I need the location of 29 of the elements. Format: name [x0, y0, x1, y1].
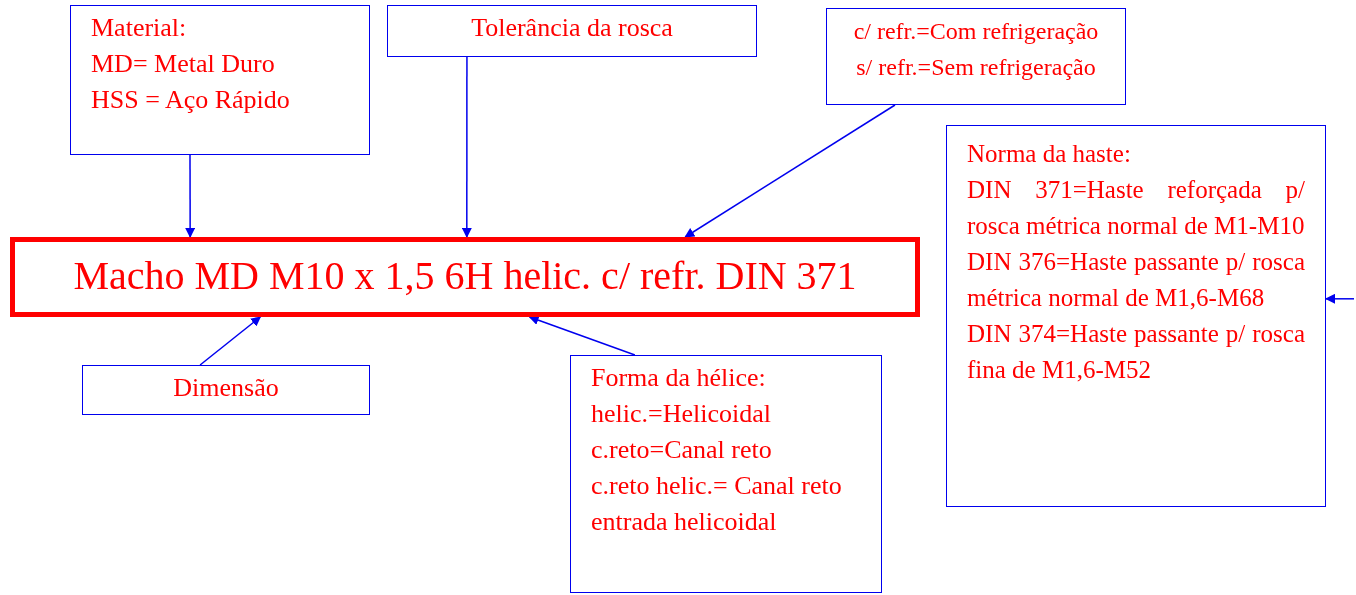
- leader-arrow: [185, 154, 196, 238]
- callout-box: [946, 125, 1326, 507]
- callout-text: DIN 376=Haste passante p/ rosca métrica normal de M1,6-M68: [967, 247, 1305, 313]
- callout-heading: c/ refr.=Com refrigeração: [852, 17, 1100, 46]
- arrow: [1325, 293, 1355, 304]
- callout-heading: Material:: [91, 12, 188, 44]
- callout-text: DIN 374=Haste passante p/ rosca fina de M1,6-M52: [967, 319, 1305, 385]
- callout-text: HSS = Aço Rápido: [91, 84, 291, 116]
- callout-box: [387, 5, 757, 57]
- callout-text: Macho MD M10 x 1,5 6H helic. c/ refr. DIN 371: [72, 252, 858, 300]
- callout-text: s/ refr.=Sem refrigeração: [855, 53, 1097, 82]
- callout-text: helic.=Helicoidal: [591, 398, 772, 430]
- leader-arrow: [199, 316, 262, 366]
- callout-heading: Norma da haste:: [967, 139, 1132, 169]
- callout-text: Dimensão: [172, 372, 280, 404]
- designation-box: [10, 237, 920, 317]
- leader-arrow: [461, 56, 472, 238]
- callout-text: DIN 371=Haste reforçada p/ rosca métrica normal de M1-M10: [967, 175, 1305, 241]
- callout-box: [82, 365, 370, 415]
- callout-box: [826, 8, 1126, 105]
- callout-text: MD= Metal Duro: [91, 48, 276, 80]
- leader-arrow: [528, 315, 636, 356]
- callout-text: c.reto=Canal reto: [591, 434, 773, 466]
- callout-heading: Forma da hélice:: [591, 362, 767, 394]
- callout-text: c.reto helic.= Canal reto entrada helicoidal: [591, 470, 843, 538]
- callout-box: [70, 5, 370, 155]
- callout-text: Tolerância da rosca: [470, 12, 674, 44]
- leader-arrow: [684, 104, 896, 238]
- callout-box: [570, 355, 882, 593]
